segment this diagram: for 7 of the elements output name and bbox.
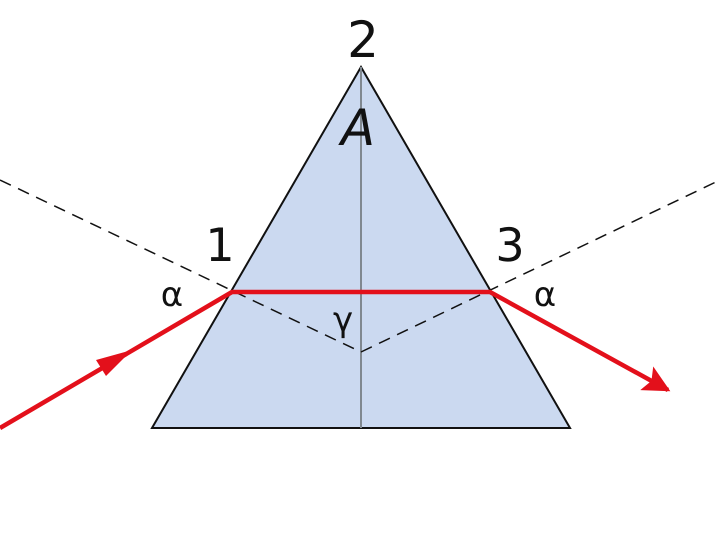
angle-label: α [160,278,184,312]
angle-label: A [340,103,376,153]
angle-label: α [534,278,556,312]
vertex-label: 1 [205,222,235,268]
angle-label: γ [332,303,354,337]
vertex-label: 3 [495,222,525,268]
vertex-label: 2 [347,15,379,65]
